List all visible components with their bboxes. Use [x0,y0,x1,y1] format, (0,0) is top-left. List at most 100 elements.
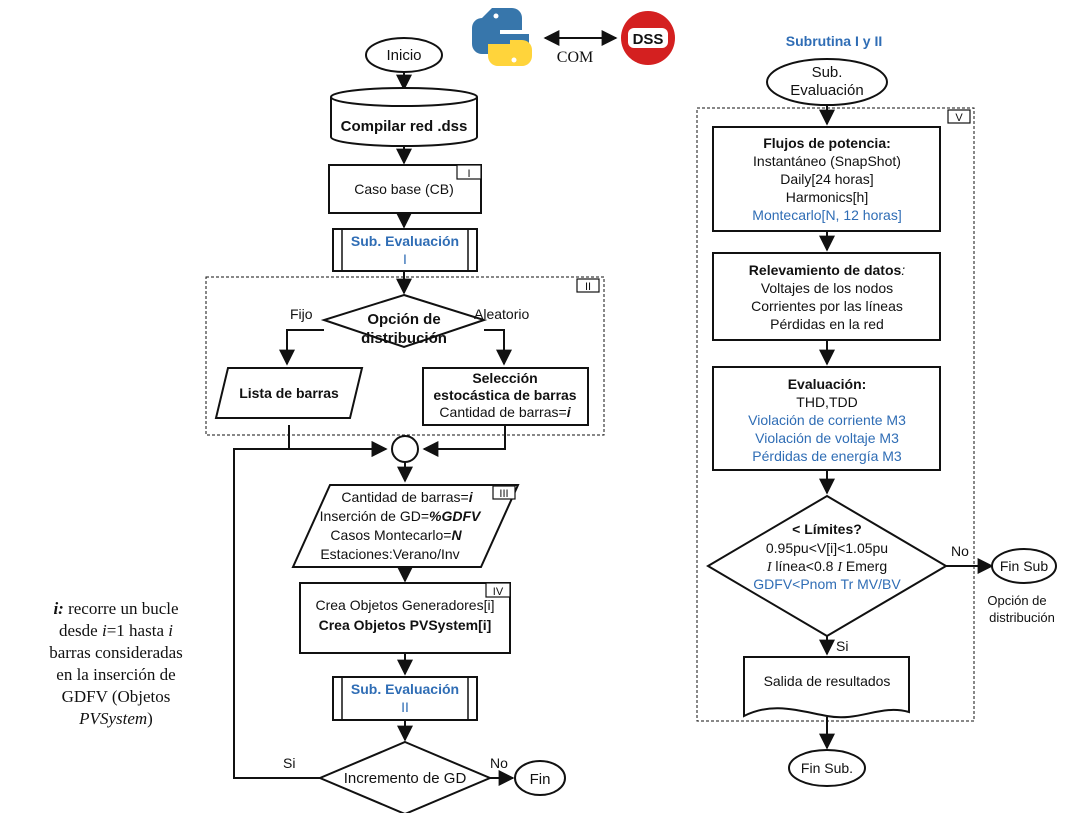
param-prefix: Estaciones:Verano/Inv [320,546,459,562]
fin-label: Fin [530,771,551,788]
tag-I-box [456,164,482,180]
opcion-label-2: distribución [361,330,447,347]
merge-junction [391,435,419,463]
cantidad-barras-line: Cantidad de barras=i [439,404,571,420]
opcion-note: Opción de [987,593,1046,608]
tag-III-box [492,485,516,500]
relevamiento-colon: : [901,262,905,278]
note-var: i [102,621,107,640]
evaluacion-blue-item: Pérdidas de energía M3 [752,448,902,464]
sub-start-2: Evaluación [790,82,863,99]
tag-I: I [467,168,470,180]
parametros-io [291,484,520,568]
opcion-note: distribución [989,610,1055,625]
tag-V: V [955,112,963,124]
note-line: barras consideradas [49,643,183,662]
si-label: Si [836,638,848,654]
tag-III: III [499,488,508,500]
sub-eval-2-box [332,676,478,721]
tag-V-box [947,109,971,124]
flujos-title: Flujos de potencia: [763,135,891,151]
relevamiento-box [712,252,941,341]
param-prefix: Inserción de GD= [320,508,429,524]
incremento-label: Incremento de GD [344,770,467,787]
note-line: en la inserción de [56,665,175,684]
python-logo-icon [472,8,532,66]
relevamiento-item: Voltajes de los nodos [761,280,893,296]
relevamiento-item: Corrientes por las líneas [751,298,903,314]
connector [422,425,506,457]
com-label: COM [557,49,593,66]
param-line: Estaciones:Verano/Inv [320,546,459,562]
param-line: Casos Montecarlo=N [330,527,462,543]
param-line: Cantidad de barras=i [341,489,473,505]
seleccion-label-1: Selección [472,370,537,386]
limites-voltaje: 0.95pu<V[i]<1.05pu [766,540,888,556]
loop-back-connector [233,441,388,779]
param-line: Inserción de GD=%GDFV [320,508,482,524]
no-label: No [951,543,969,559]
tag-II: II [585,281,591,293]
param-var: i [469,489,474,505]
limites-gdfv: GDFV<Pnom Tr MV/BV [753,576,901,592]
compilar-cylinder [330,87,478,147]
limites-text: línea<0.8 [772,558,838,574]
tag-II-box [576,278,600,293]
note-text: desde [59,621,102,640]
note-var: PVSystem [78,709,147,728]
limites-title: < Límites? [792,521,862,537]
note-var: i [168,621,173,640]
salida-label: Salida de resultados [764,673,891,689]
connector [288,425,388,457]
param-var: %GDFV [429,508,482,524]
loop-note: i: recorre un bucle desde i=1 hasta i ba… [49,599,183,728]
connector [484,329,512,366]
flujos-item: Harmonics[h] [786,189,868,205]
evaluacion-item: THD,TDD [796,394,857,410]
relevamiento-item: Pérdidas en la red [770,316,884,332]
flujos-montecarlo: Montecarlo[N, 12 horas] [752,207,901,223]
crea-pvsystem: Crea Objetos PVSystem[i] [319,617,492,633]
tag-IV: IV [493,586,504,598]
flujos-item: Daily[24 horas] [780,171,873,187]
fin-sub-right-terminal [991,548,1057,584]
subroutine-title: Subrutina I y II [786,33,882,49]
fin-terminal [514,760,566,796]
param-prefix: Cantidad de barras= [341,489,468,505]
evaluacion-blue-item: Violación de corriente M3 [748,412,906,428]
lista-barras-io [214,367,364,419]
inicio-label: Inicio [386,47,421,64]
crea-generadores: Crea Objetos Generadores[i] [316,597,495,613]
evaluacion-blue-item: Violación de voltaje M3 [755,430,899,446]
dss-logo-icon: DSS [621,11,675,65]
sub-eval-2-sub: II [401,699,409,715]
note-text: recorre un bucle [64,599,179,618]
evaluacion-box [712,366,941,471]
lista-barras-label: Lista de barras [239,385,339,401]
fin-sub-bottom-label: Fin Sub. [801,760,853,776]
relevamiento-title: Relevamiento de datos [749,262,902,278]
note-var: i: [53,599,63,618]
note-line: PVSystem) [78,709,153,728]
dss-logo-text: DSS [633,31,664,48]
note-text: ) [147,709,153,728]
flujos-box [712,126,941,232]
evaluacion-title: Evaluación: [788,376,867,392]
flujos-item: Instantáneo (SnapShot) [753,153,901,169]
fijo-label: Fijo [290,306,313,322]
note-text: =1 hasta [107,621,169,640]
connector [279,329,324,366]
sub-start-1: Sub. [812,64,843,81]
no-label: No [490,755,508,771]
aleatorio-label: Aleatorio [474,306,529,322]
tag-IV-box [485,582,511,598]
cantidad-prefix: Cantidad de barras= [439,404,566,420]
limites-text: Emerg [842,558,887,574]
fin-sub-right-label: Fin Sub [1000,558,1048,574]
si-label: Si [283,755,295,771]
relevamiento-title-line: Relevamiento de datos: [749,262,906,278]
cantidad-var: i [567,404,572,420]
caso-base-label: Caso base (CB) [354,181,454,197]
param-var: N [451,527,462,543]
